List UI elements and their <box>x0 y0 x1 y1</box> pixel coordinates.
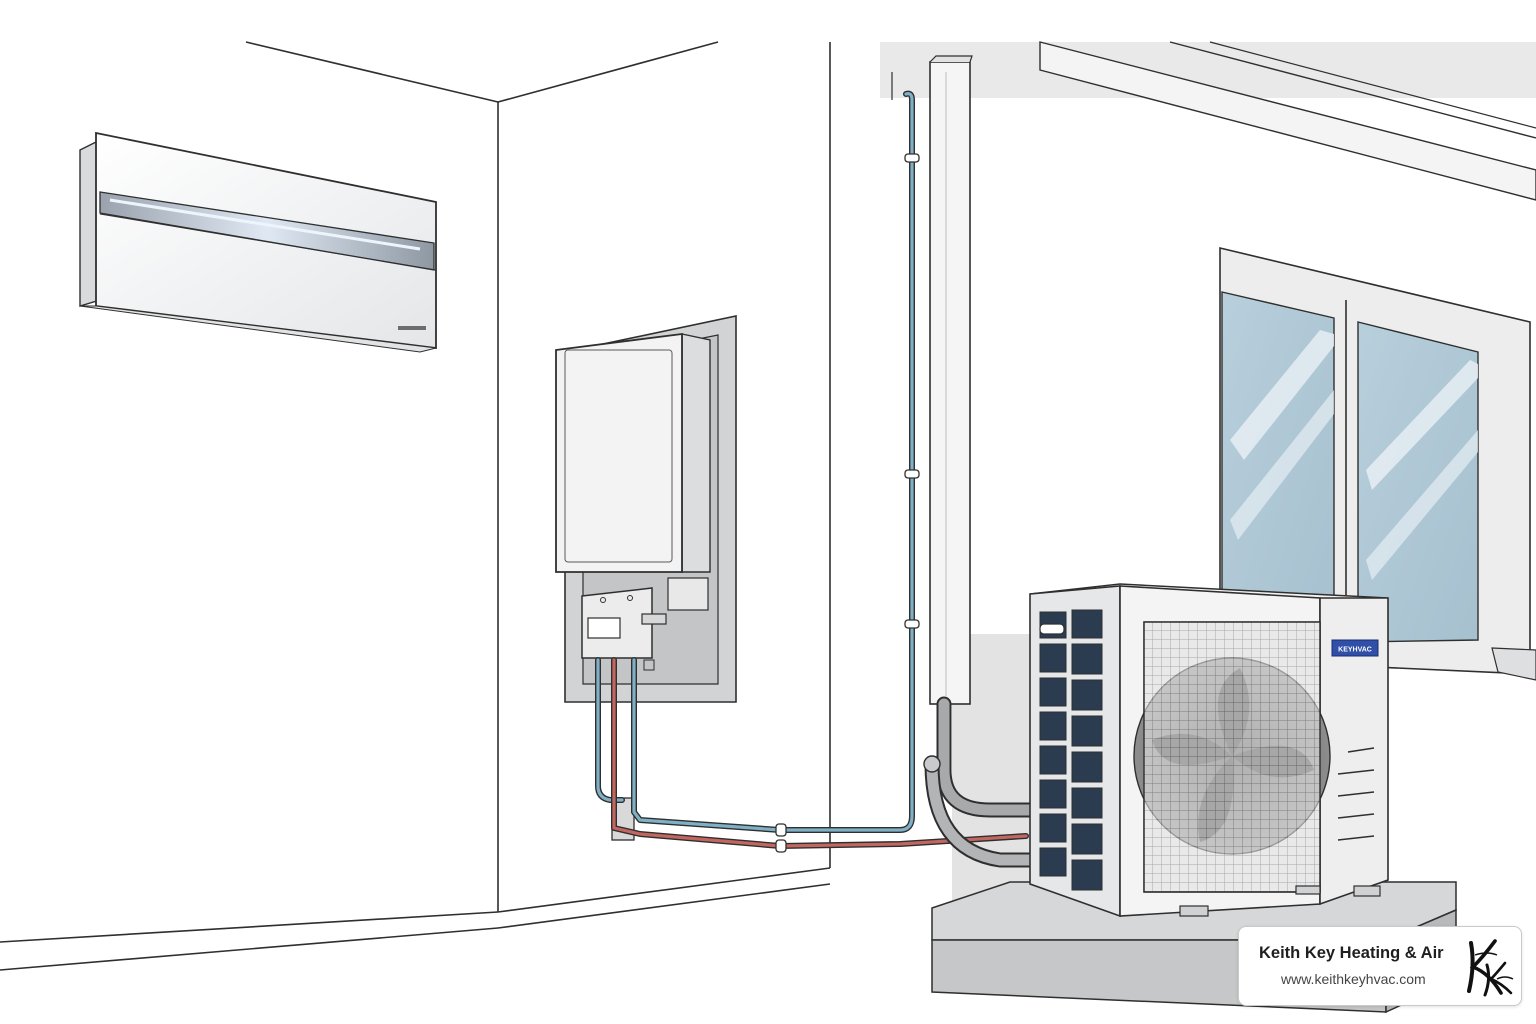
drain-hose <box>926 758 1056 866</box>
brand-badge-text: KEYHVAC <box>1338 647 1372 654</box>
pipe-clips <box>775 153 920 853</box>
window <box>1219 246 1536 681</box>
service-valve <box>1039 623 1065 635</box>
mounting-foot-left <box>1179 905 1209 917</box>
panel-label-plate <box>667 577 709 611</box>
side-coil <box>1039 609 1103 891</box>
cold-line <box>632 92 914 832</box>
window-sill <box>1491 647 1536 681</box>
indoor-unit-status-light <box>398 326 426 330</box>
soffit-edge <box>1039 41 1536 201</box>
ceiling-line-right <box>497 41 719 103</box>
keith-key-signature-logo-icon <box>1467 939 1514 997</box>
line-set-cover <box>929 55 973 705</box>
panel-box-side <box>681 333 711 573</box>
electrical-panel <box>555 315 737 703</box>
floor-line-left-1 <box>0 911 499 943</box>
floor-line-left-2 <box>0 927 499 971</box>
brand-name: Keith Key Heating & Air <box>1259 944 1444 962</box>
hose <box>938 698 1036 816</box>
hot-line <box>612 658 1028 848</box>
brand-url: www.keithkeyhvac.com <box>1281 971 1426 987</box>
refrigerant-lines <box>595 90 1058 868</box>
brand-badge <box>1331 639 1379 657</box>
ceiling-line-left <box>245 41 499 103</box>
side-vents <box>1337 747 1375 841</box>
interior-walls <box>0 41 831 971</box>
outdoor-condenser-unit: KEYHVAC <box>931 583 1457 1014</box>
mounting-foot-right <box>1353 885 1381 897</box>
floor-line-right-1 <box>497 867 831 913</box>
cold-line-2 <box>596 658 624 802</box>
disconnect-handle <box>641 613 667 625</box>
indoor-ac-unit <box>79 131 437 353</box>
brand-card: Keith Key Heating & Air www.keithkeyhvac… <box>1238 926 1522 1006</box>
floor-line-right-2 <box>497 883 831 929</box>
panel-box-cover <box>555 332 683 573</box>
fan-grille <box>1143 621 1321 893</box>
